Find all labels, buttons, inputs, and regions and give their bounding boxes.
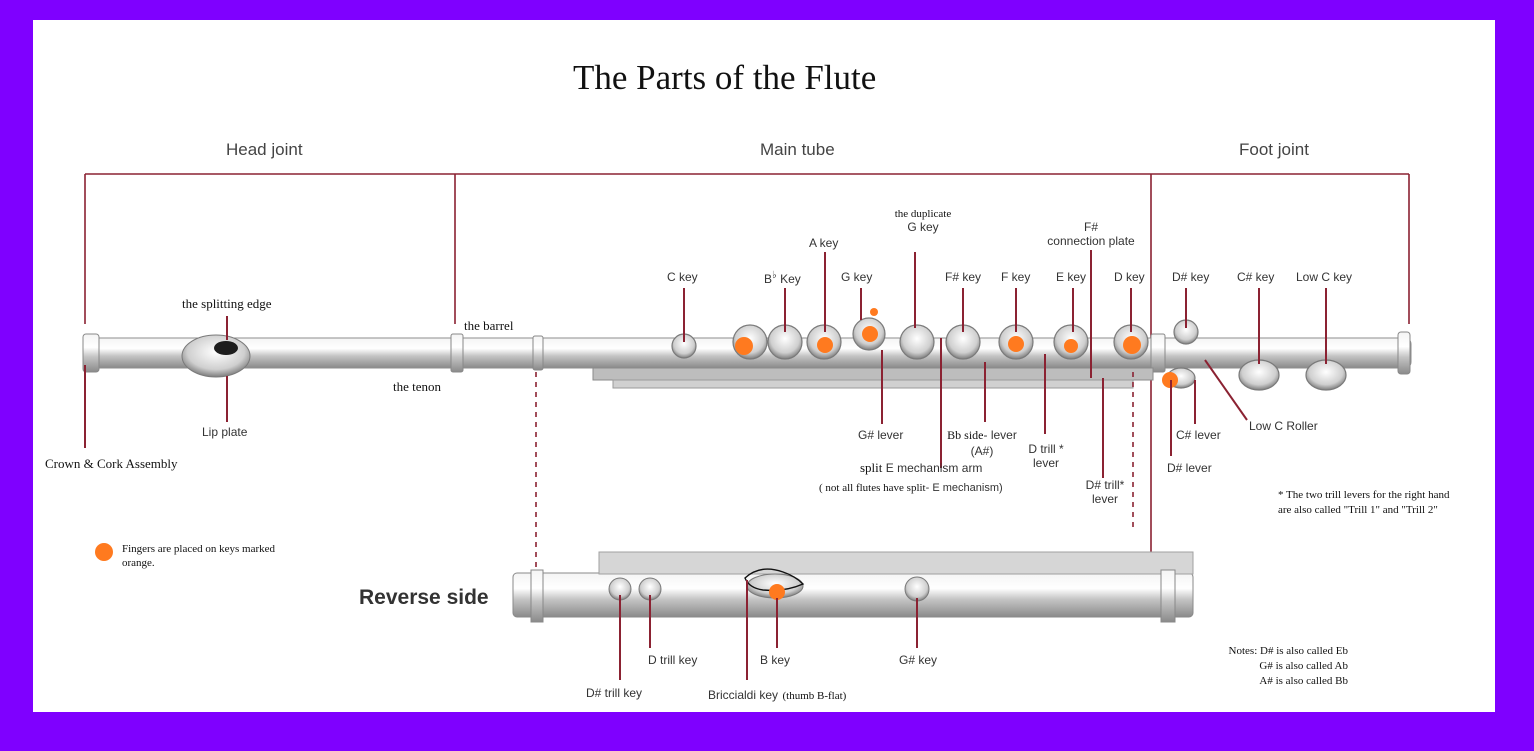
legend-line2: orange.: [122, 557, 155, 569]
duplicate-line1: the duplicate: [894, 208, 952, 220]
thumb-bflat-text: (thumb B-flat): [782, 690, 847, 702]
split-note-part1: ( not all flutes have split: [819, 482, 926, 494]
trill-footnote: * The two trill levers for the right han…: [1278, 488, 1449, 518]
label-dsharp-trill-lever: D# trill* lever: [1077, 478, 1133, 506]
label-split-note: ( not all flutes have split- E mechanism…: [819, 478, 1003, 496]
legend-text: Fingers are placed on keys marked orange…: [122, 542, 275, 570]
diagram-canvas: The Parts of the Flute Head joint Main t…: [33, 20, 1495, 712]
bb-key-suffix: Key: [776, 272, 801, 286]
label-e-key: E key: [1056, 270, 1087, 284]
label-csharp-lever: C# lever: [1176, 428, 1221, 442]
low-c-roller-part1: Low C: [1249, 419, 1284, 433]
briccialdi-text: Briccialdi key: [708, 688, 779, 702]
label-a-key: A key: [809, 236, 839, 250]
label-fsharp-key: F# key: [945, 270, 982, 284]
low-c-roller-part2: Roller: [1283, 419, 1318, 433]
split-note-part2: - E mechanism): [925, 482, 1003, 494]
label-duplicate-g-key: the duplicate G key: [885, 208, 961, 234]
d-trill-lever-line2: lever: [1032, 456, 1059, 470]
page-title: The Parts of the Flute: [573, 58, 877, 97]
flute-reverse: [512, 551, 1194, 623]
trill-note-line2: are also called "Trill 1" and "Trill 2": [1278, 504, 1438, 516]
section-main-tube: Main tube: [760, 140, 835, 159]
label-bb-key: B♭ Key: [764, 270, 801, 286]
legend-marker: [95, 543, 113, 561]
legend-line1: Fingers are placed on keys marked: [122, 543, 276, 555]
bb-key-b: B: [764, 272, 773, 286]
duplicate-line2: G key: [907, 220, 939, 234]
notes-block: Notes: D# is also called Eb G# is also c…: [1212, 644, 1348, 689]
label-b-key: B key: [760, 653, 791, 667]
section-brackets: [84, 173, 1410, 560]
dashed-guides: [535, 372, 1134, 570]
label-g-key: G key: [841, 270, 873, 284]
label-gsharp-lever: G# lever: [858, 428, 904, 442]
section-head-joint: Head joint: [226, 140, 303, 159]
trill-note-line1: * The two trill levers for the right han…: [1278, 489, 1450, 501]
label-briccialdi-key: Briccialdi key (thumb B-flat): [708, 686, 846, 704]
dsharp-trill-lever-line2: lever: [1091, 492, 1118, 506]
label-f-key: F key: [1001, 270, 1031, 284]
flute-drawing: [82, 173, 1412, 680]
flute-main: [82, 308, 1412, 391]
label-c-key: C key: [667, 270, 698, 284]
split-prefix: split: [860, 460, 883, 475]
bb-side-line2: (A#): [970, 444, 994, 458]
reverse-side-heading: Reverse side: [359, 586, 489, 609]
label-splitting-edge: the splitting edge: [182, 296, 272, 311]
label-gsharp-key: G# key: [899, 653, 938, 667]
label-lip-plate: Lip plate: [202, 425, 248, 439]
label-fsharp-connection-plate: F# connection plate: [1037, 220, 1145, 248]
label-d-trill-key: D trill key: [648, 653, 698, 667]
label-split-e-arm: split E mechanism arm: [860, 459, 982, 477]
bb-key-flat: ♭: [772, 270, 777, 281]
bb-side-part2: - lever: [983, 428, 1017, 442]
split-e-arm-text: E mechanism arm: [882, 461, 983, 475]
leader-lines: [84, 250, 1327, 680]
notes-line2: G# is also called Ab: [1259, 660, 1348, 672]
label-the-tenon: the tenon: [393, 379, 442, 394]
section-foot-joint: Foot joint: [1239, 140, 1309, 159]
label-dsharp-trill-key: D# trill key: [586, 686, 643, 700]
label-low-c-roller: Low C Roller: [1249, 417, 1318, 435]
bb-side-part1: Bb side: [947, 428, 984, 442]
notes-line1: Notes: D# is also called Eb: [1228, 645, 1348, 657]
label-d-trill-lever: D trill * lever: [1021, 442, 1071, 470]
label-dsharp-lever: D# lever: [1167, 461, 1212, 475]
label-bb-side-lever: Bb side- lever (A#): [937, 426, 1027, 458]
label-the-barrel: the barrel: [464, 318, 514, 333]
notes-line3: A# is also called Bb: [1259, 675, 1348, 687]
label-d-key: D key: [1114, 270, 1145, 284]
label-csharp-key: C# key: [1237, 270, 1275, 284]
fsharp-plate-line1: F#: [1083, 220, 1098, 234]
dsharp-trill-lever-line1: D# trill*: [1085, 478, 1125, 492]
label-low-c-key: Low C key: [1296, 270, 1353, 284]
label-dsharp-key: D# key: [1172, 270, 1210, 284]
label-crown-cork: Crown & Cork Assembly: [45, 456, 178, 471]
d-trill-lever-line1: D trill *: [1028, 442, 1064, 456]
fsharp-plate-line2: connection plate: [1047, 234, 1135, 248]
